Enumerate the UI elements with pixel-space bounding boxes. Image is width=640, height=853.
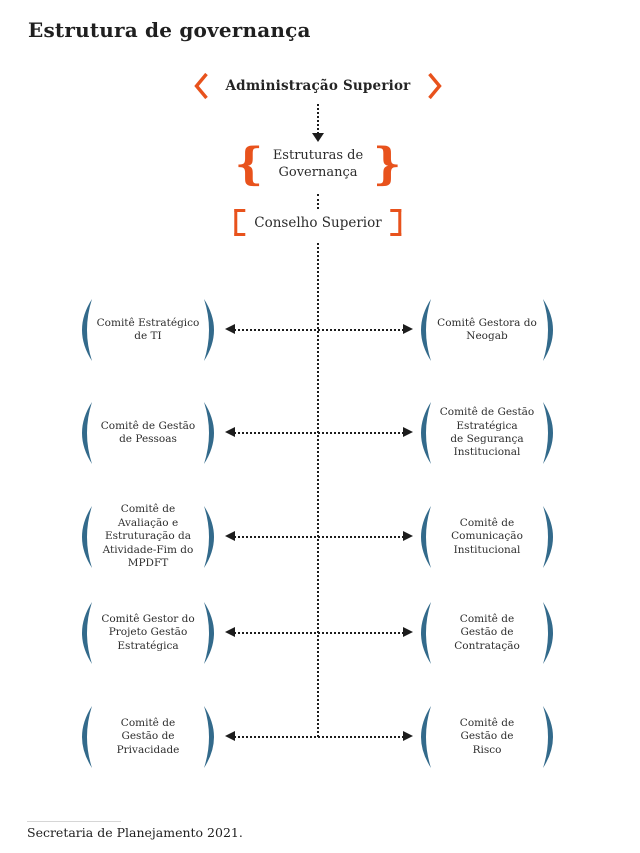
dotted-double-arrow bbox=[225, 731, 413, 741]
council-label: Conselho Superior bbox=[254, 214, 382, 231]
square-bracket-right-icon bbox=[390, 209, 402, 236]
committee-label: Comitê de Gestão de Privacidade bbox=[116, 716, 180, 756]
parenthesis-left-icon bbox=[76, 505, 95, 569]
dotted-double-arrow bbox=[225, 324, 413, 334]
parenthesis-right-icon bbox=[540, 401, 559, 465]
parenthesis-left-icon bbox=[76, 601, 95, 665]
committee-label: Comitê Gestora do Neogab bbox=[437, 316, 537, 342]
committee-label: Comitê Gestor do Projeto Gestão Estratég… bbox=[101, 612, 195, 652]
angle-bracket-right-icon bbox=[428, 72, 442, 100]
committee-label: Comitê Estratégico de TI bbox=[96, 316, 200, 342]
parenthesis-left-icon bbox=[415, 705, 434, 769]
top-level-node: Administração Superior bbox=[194, 72, 443, 100]
committee-label: Comitê de Avaliação e Estruturação da At… bbox=[102, 503, 194, 570]
page-title: Estrutura de governança bbox=[28, 18, 311, 42]
parenthesis-left-icon bbox=[415, 401, 434, 465]
parenthesis-right-icon bbox=[201, 601, 220, 665]
committee-label: Comitê de Comunicação Institucional bbox=[451, 516, 523, 556]
committee-card: Comitê de Gestão de Privacidade bbox=[76, 697, 220, 777]
parenthesis-left-icon bbox=[415, 505, 434, 569]
parenthesis-right-icon bbox=[540, 298, 559, 362]
committee-label: Comitê de Gestão de Risco bbox=[459, 716, 515, 756]
top-level-label: Administração Superior bbox=[225, 78, 411, 94]
parenthesis-right-icon bbox=[201, 401, 220, 465]
committee-card: Comitê Estratégico de TI bbox=[76, 290, 220, 370]
committee-label: Comitê de Gestão de Contratação bbox=[454, 612, 520, 652]
parenthesis-left-icon bbox=[76, 401, 95, 465]
parenthesis-left-icon bbox=[415, 298, 434, 362]
committee-card: Comitê de Comunicação Institucional bbox=[415, 497, 559, 577]
parenthesis-right-icon bbox=[540, 705, 559, 769]
square-bracket-left-icon bbox=[234, 209, 246, 236]
parenthesis-left-icon bbox=[76, 298, 95, 362]
central-dotted-line bbox=[317, 243, 319, 737]
parenthesis-right-icon bbox=[540, 505, 559, 569]
committee-label: Comitê de Gestão Estratégica de Seguranç… bbox=[439, 406, 535, 459]
parenthesis-right-icon bbox=[540, 601, 559, 665]
committee-card: Comitê Gestora do Neogab bbox=[415, 290, 559, 370]
governance-structures-label: Estruturas de Governança bbox=[272, 148, 364, 180]
committee-card: Comitê de Gestão de Pessoas bbox=[76, 393, 220, 473]
parenthesis-left-icon bbox=[76, 705, 95, 769]
dotted-double-arrow bbox=[225, 427, 413, 437]
parenthesis-left-icon bbox=[415, 601, 434, 665]
committee-label: Comitê de Gestão de Pessoas bbox=[100, 419, 196, 445]
governance-structures-node: { Estruturas de Governança } bbox=[235, 143, 402, 187]
parenthesis-right-icon bbox=[201, 505, 220, 569]
source-divider bbox=[27, 821, 121, 822]
curly-brace-left-icon: { bbox=[234, 139, 263, 190]
committee-card: Comitê de Gestão de Risco bbox=[415, 697, 559, 777]
committee-card: Comitê de Gestão Estratégica de Seguranç… bbox=[415, 393, 559, 473]
committee-card: Comitê de Gestão de Contratação bbox=[415, 593, 559, 673]
angle-bracket-left-icon bbox=[194, 72, 208, 100]
dotted-down-arrow bbox=[312, 104, 324, 142]
dotted-double-arrow bbox=[225, 531, 413, 541]
parenthesis-right-icon bbox=[201, 298, 220, 362]
committee-card: Comitê Gestor do Projeto Gestão Estratég… bbox=[76, 593, 220, 673]
dotted-double-arrow bbox=[225, 627, 413, 637]
council-node: Conselho Superior bbox=[234, 209, 402, 236]
dotted-connector bbox=[317, 194, 319, 209]
curly-brace-right-icon: } bbox=[373, 139, 402, 190]
parenthesis-right-icon bbox=[201, 705, 220, 769]
committee-card: Comitê de Avaliação e Estruturação da At… bbox=[76, 497, 220, 577]
source-note: Secretaria de Planejamento 2021. bbox=[27, 825, 243, 840]
